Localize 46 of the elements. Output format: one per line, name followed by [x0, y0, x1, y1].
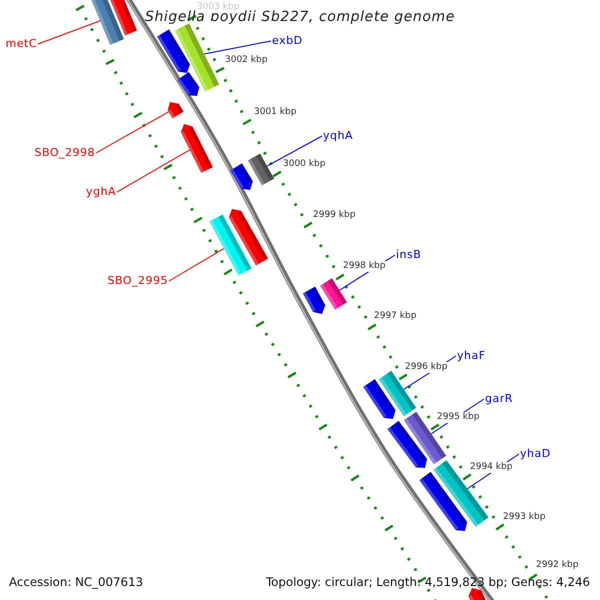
- gene-segment: [174, 23, 220, 92]
- scale-label: 2999 kbp: [312, 210, 356, 220]
- gene-segment: [302, 286, 326, 314]
- gene-label: garR: [485, 392, 513, 404]
- gene-segment: [378, 370, 416, 416]
- gene-segment: [180, 124, 213, 173]
- scale-label: 2997 kbp: [373, 310, 418, 322]
- gene-label: SBO_2995: [108, 274, 168, 286]
- gene-label: yqhA: [323, 128, 353, 142]
- gene-segment: [230, 163, 253, 190]
- gene-segment: [320, 278, 347, 310]
- scale-label: 2998 kbp: [342, 260, 386, 272]
- leader-line: [116, 149, 190, 192]
- scale-label: 2996 kbp: [404, 362, 448, 372]
- leader-line: [266, 136, 322, 167]
- gene-segment: [387, 420, 428, 468]
- gene-segment: [177, 72, 200, 96]
- leader-line: [38, 20, 101, 44]
- gene-label: metC: [6, 36, 37, 50]
- gene-label: yhaF: [457, 348, 486, 362]
- gene-segment: [168, 102, 184, 118]
- leader-line: [168, 248, 224, 282]
- gene-label: yghA: [86, 184, 116, 198]
- scale-label: 2992 kbp: [535, 560, 580, 570]
- gene-segment: [157, 29, 190, 73]
- scale-label: 2993 kbp: [502, 512, 546, 522]
- scale-label: 3002 kbp: [224, 54, 268, 66]
- gene-segment: [228, 209, 268, 266]
- gene-segment: [248, 154, 274, 186]
- gene-label: SBO_2998: [34, 146, 95, 158]
- scale-label: 3000 kbp: [282, 158, 326, 170]
- gene-segment: [468, 588, 488, 600]
- gene-label: exbD: [272, 34, 303, 46]
- footer-text: Accession: NC_007613: [9, 575, 144, 590]
- gene-segment: [363, 379, 396, 419]
- scale-label: 2995 kbp: [436, 412, 480, 422]
- leader-line: [204, 40, 272, 54]
- gene-segment: [90, 0, 124, 45]
- gene-segment: [110, 0, 137, 36]
- gene-segment: [209, 214, 252, 276]
- leader-line: [96, 111, 169, 154]
- scale-label: 3001 kbp: [253, 106, 298, 118]
- gene-segment: [419, 472, 468, 531]
- gene-label: insB: [396, 248, 422, 260]
- scale-label: 2994 kbp: [469, 462, 514, 472]
- gene-label: yhaD: [520, 446, 551, 460]
